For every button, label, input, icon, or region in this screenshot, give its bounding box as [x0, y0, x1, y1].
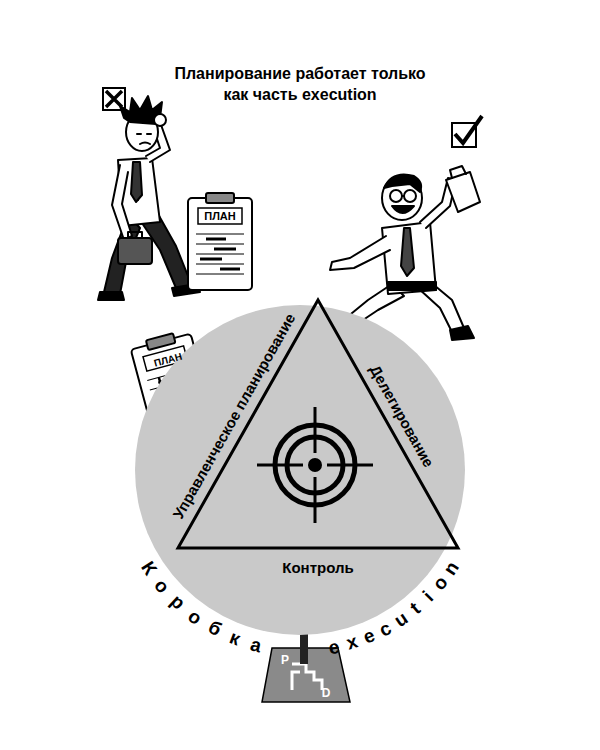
arc-letter: u [391, 608, 411, 630]
arc-letter: t [407, 599, 424, 618]
arc-letter: б [205, 617, 224, 639]
arc-letter: о [185, 605, 205, 627]
arc-letter: c [376, 618, 394, 640]
triangle: Управленческое планирование Делегирование… [170, 292, 466, 556]
plan-label: ПЛАН [204, 210, 236, 223]
arc-letter: К [138, 558, 160, 578]
plan-clipboard [188, 193, 252, 290]
triangle-outline [170, 292, 466, 556]
arc-letter: o [429, 572, 451, 593]
arc-letter: x [344, 632, 360, 653]
gear-label: D [322, 687, 331, 701]
arc-letter: о [151, 576, 173, 597]
tired-man [98, 96, 200, 300]
gear-label: P [281, 654, 289, 668]
arc-letter: к [227, 627, 243, 648]
side-label: Делегирование [366, 362, 437, 470]
arc-letter: а [249, 634, 264, 655]
arc-letter: n [440, 558, 462, 578]
side-label: Контроль [282, 559, 353, 576]
title: Планирование работает только как часть e… [170, 64, 430, 106]
arc-letter: e [327, 636, 341, 657]
execution-circle: Управленческое планирование Делегирование… [135, 305, 465, 635]
arc-letter: р [167, 591, 188, 613]
target-symbol [257, 407, 373, 523]
side-label: Управленческое планирование [169, 310, 298, 521]
approve-mark [452, 116, 482, 147]
arc-letter: i [420, 588, 437, 605]
arc-letter: e [360, 625, 377, 647]
